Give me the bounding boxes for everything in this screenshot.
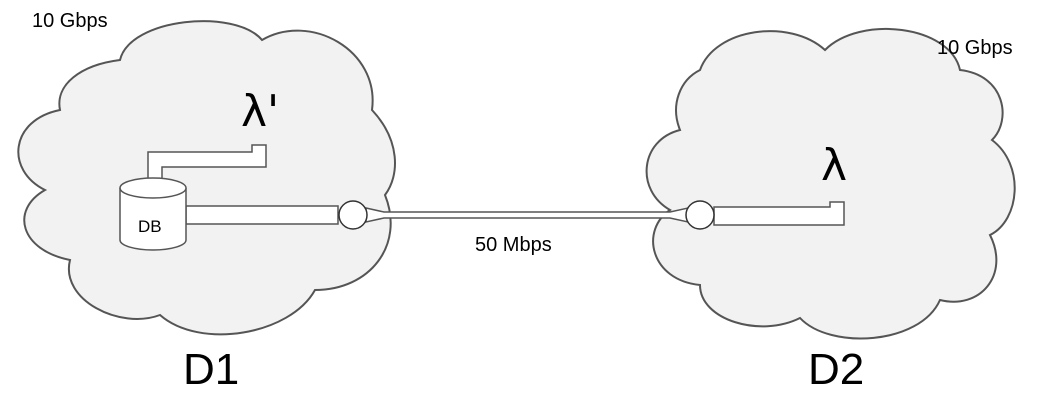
domain-d2-label: D2 [808,345,865,394]
link-bandwidth-label: 50 Mbps [475,234,552,256]
router-d1 [338,200,368,230]
pipe-db-to-router-d1 [185,205,339,225]
router-d2 [685,200,715,230]
cloud-d1 [17,20,396,336]
flow-lambda-prime-label: λ' [241,86,280,137]
database-cylinder [119,177,187,251]
flow-lambda-label: λ [821,140,848,191]
domain-d1-label: D1 [183,345,240,394]
database-label: DB [138,217,162,236]
pipe-router-to-lambda [713,201,845,226]
cloud-d2 [645,28,1016,340]
inter-domain-link [365,207,689,223]
pipe-db-to-lambda-prime [147,144,267,183]
d2-bandwidth-label: 10 Gbps [937,37,1013,59]
d1-bandwidth-label: 10 Gbps [32,10,108,32]
